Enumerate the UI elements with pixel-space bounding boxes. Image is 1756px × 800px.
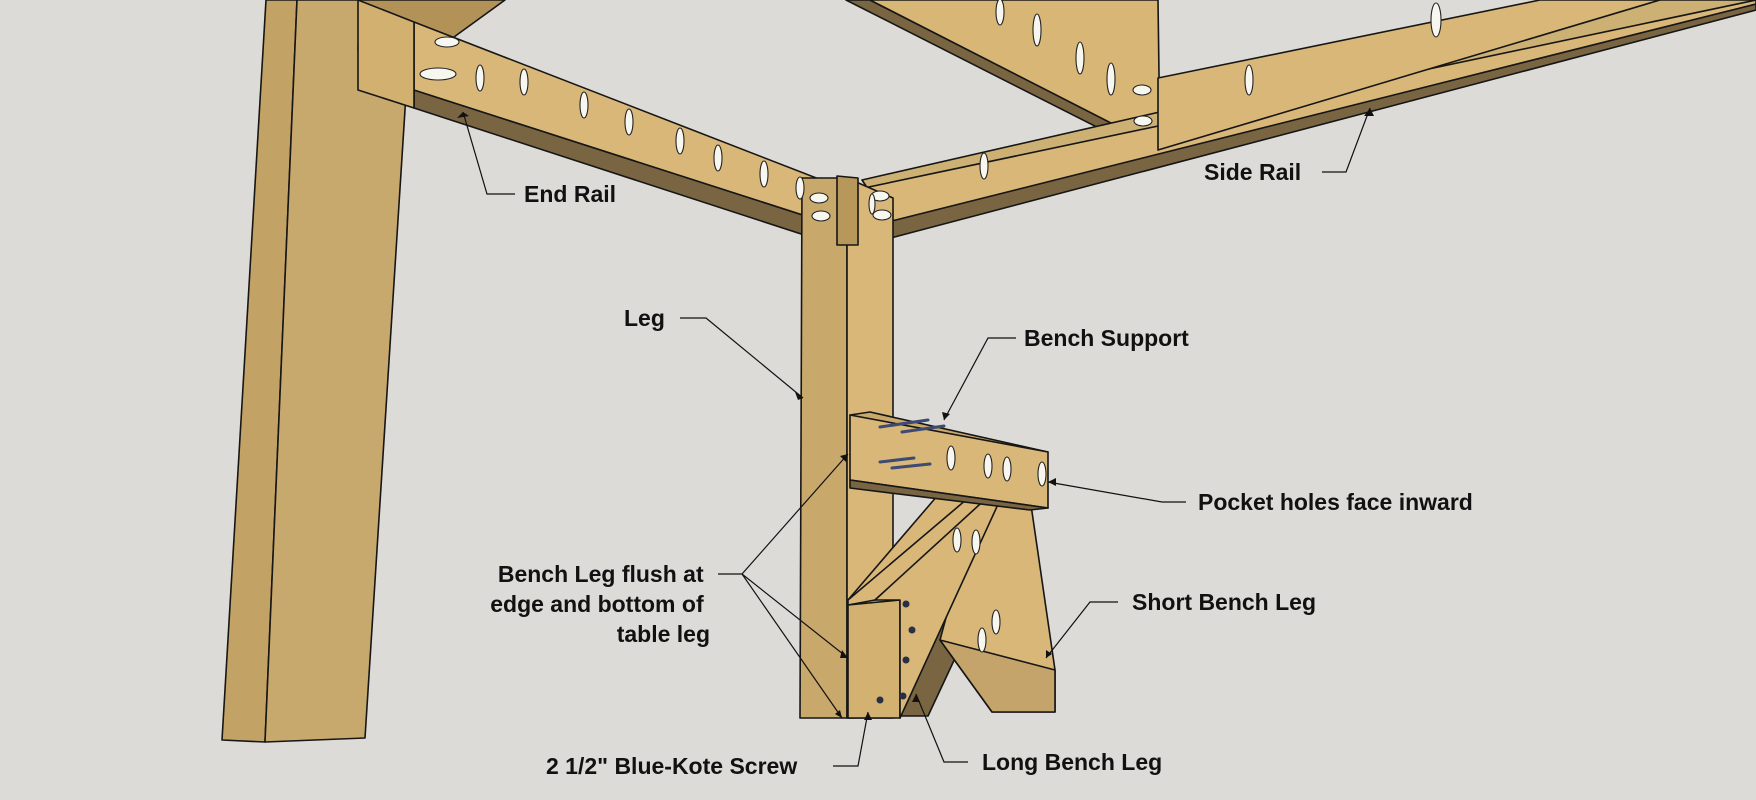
pocket-hole [624, 108, 634, 136]
pocket-hole [868, 193, 876, 215]
pocket-hole [979, 152, 989, 180]
pocket-holes-leader [1047, 481, 1186, 503]
screw [900, 424, 946, 434]
side-rail [861, 0, 1756, 246]
side-rail-label: Side Rail [1204, 159, 1301, 185]
arrowhead [1046, 650, 1052, 658]
arrowhead [1048, 478, 1056, 486]
arrowhead [795, 392, 803, 400]
arrowhead [457, 112, 469, 118]
pocket-hole [579, 91, 589, 119]
pocket-hole [971, 529, 981, 555]
bench-support-leader [943, 337, 1016, 421]
pocket-hole [795, 176, 805, 200]
pocket-hole [991, 609, 1001, 635]
screw-leader [833, 711, 869, 767]
short-bench-leg-label: Short Bench Leg [1132, 589, 1316, 615]
pocket-hole [952, 527, 962, 553]
pocket-hole [1132, 84, 1152, 96]
arrowhead [864, 712, 872, 720]
end-rail-leader [462, 111, 515, 195]
pocket-hole [759, 160, 769, 188]
screw-head [899, 692, 907, 700]
screw-heads [876, 600, 916, 704]
pocket-hole [1002, 456, 1012, 482]
pocket-hole [675, 127, 685, 155]
pocket-hole [713, 144, 723, 172]
screw-head [908, 626, 916, 634]
pocket-hole [946, 445, 956, 471]
bench-support-label: Bench Support [1024, 325, 1189, 351]
arrowhead [835, 710, 842, 718]
arrowhead [942, 412, 950, 420]
arrowhead [840, 650, 848, 658]
bench-leg-flush-line-3: table leg [617, 621, 710, 647]
short-bench-leg-leader [1045, 601, 1118, 659]
arrowhead [912, 694, 920, 702]
pocket-hole [1075, 41, 1085, 75]
pocket-hole [434, 36, 460, 48]
screw [890, 462, 932, 470]
bench-leg-flush-label: Bench Leg flush at edge and bottom of ta… [490, 561, 710, 647]
pocket-hole [519, 68, 529, 96]
end-rail [357, 0, 838, 246]
pocket-hole [1244, 64, 1254, 96]
pocket-hole [811, 210, 831, 222]
flush-leader-mid [741, 573, 849, 659]
long-bench-leg-label: Long Bench Leg [982, 749, 1162, 775]
arrowhead [1364, 108, 1374, 116]
pocket-hole [872, 209, 892, 221]
screw-head [902, 600, 910, 608]
side-rail-leader [1322, 107, 1371, 173]
flush-leader-lower [741, 573, 843, 719]
arrowhead [840, 454, 848, 462]
screw [878, 456, 916, 464]
pocket-hole [995, 0, 1005, 26]
leg-label: Leg [624, 305, 665, 331]
labels: End Rail Side Rail Leg Bench Support Poc… [490, 159, 1473, 779]
bench-leg-flush-line-2: edge and bottom of [490, 591, 704, 617]
end-rail-label: End Rail [524, 181, 616, 207]
pocket-hole [1037, 461, 1047, 487]
screw [878, 418, 930, 429]
pocket-hole [1106, 62, 1116, 96]
pocket-hole [1133, 115, 1153, 127]
pocket-hole [419, 67, 457, 81]
bench-leg-flush-line-1: Bench Leg flush at [498, 561, 704, 587]
far-table-leg [221, 0, 413, 743]
leader-lines [462, 107, 1371, 767]
pocket-hole [977, 627, 987, 653]
pocket-holes [419, 0, 1442, 653]
pocket-hole [983, 453, 993, 479]
pocket-hole [1032, 13, 1042, 47]
long-bench-leg-leader [915, 693, 968, 763]
pocket-hole [1430, 2, 1442, 38]
leg-leader [680, 317, 804, 399]
screw-head [902, 656, 910, 664]
screw-head [876, 696, 884, 704]
arrowheads [457, 108, 1374, 720]
screw-label: 2 1/2" Blue-Kote Screw [546, 753, 797, 779]
pocket-holes-label: Pocket holes face inward [1198, 489, 1473, 515]
pocket-hole [809, 192, 829, 204]
screws [878, 418, 946, 470]
pocket-hole [475, 64, 485, 92]
